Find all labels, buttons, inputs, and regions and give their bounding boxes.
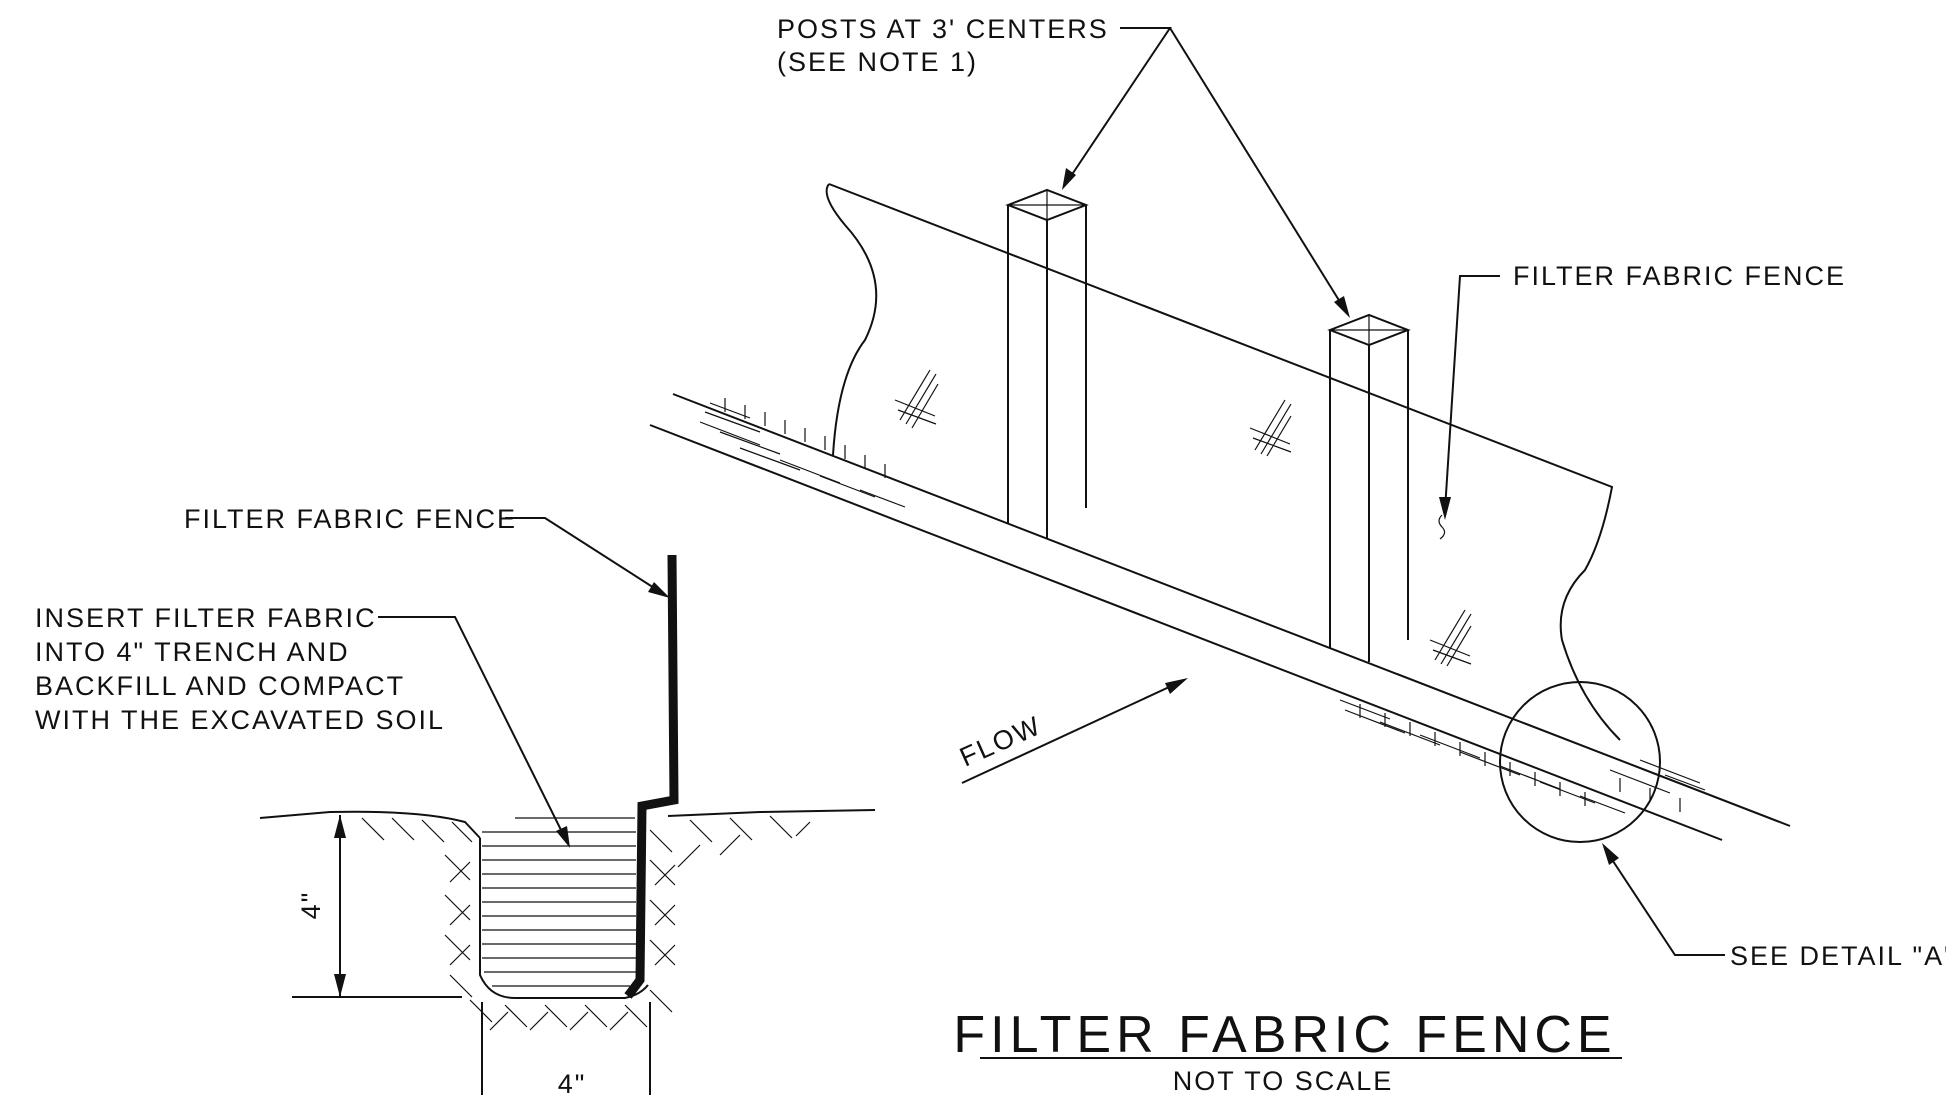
trench-section: 4" 4" xyxy=(259,517,876,1095)
scale-note: NOT TO SCALE xyxy=(1173,1066,1394,1095)
insert-label-line-2: INTO 4" TRENCH AND xyxy=(35,637,350,667)
flow-arrow: FLOW xyxy=(955,678,1188,784)
width-dimension: 4" xyxy=(481,1002,651,1095)
fence-right-leader xyxy=(1439,275,1500,520)
insert-leader xyxy=(378,616,566,839)
backfill-hatch xyxy=(482,817,636,987)
drawing-title: FILTER FABRIC FENCE xyxy=(953,1006,1616,1064)
depth-dimension-label: 4" xyxy=(296,891,326,920)
see-detail-leader xyxy=(1602,843,1725,956)
depth-dimension: 4" xyxy=(292,815,462,998)
fence-right-label: FILTER FABRIC FENCE xyxy=(1513,261,1846,291)
callout-labels: POSTS AT 3' CENTERS (SEE NOTE 1) FILTER … xyxy=(35,14,1946,971)
slope-line-lower xyxy=(649,424,1723,841)
fabric-texture xyxy=(894,369,1472,667)
width-dimension-label: 4" xyxy=(558,1069,587,1095)
posts-leaders xyxy=(1062,27,1350,318)
fence-left-label: FILTER FABRIC FENCE xyxy=(184,504,517,534)
see-detail-label: SEE DETAIL "A" xyxy=(1730,941,1946,971)
fabric-panel xyxy=(825,183,1621,741)
posts-label-line-2: (SEE NOTE 1) xyxy=(777,47,978,77)
slope-line-upper xyxy=(672,393,1791,827)
insert-label-line-3: BACKFILL AND COMPACT xyxy=(35,671,405,701)
ground-line-left xyxy=(259,810,481,839)
flow-label: FLOW xyxy=(955,710,1046,772)
posts-label-line-1: POSTS AT 3' CENTERS xyxy=(777,14,1109,44)
fence-perspective: FLOW xyxy=(649,27,1791,956)
insert-label-line-4: WITH THE EXCAVATED SOIL xyxy=(35,705,445,735)
slope-ground-hatch xyxy=(699,398,1706,814)
post-2 xyxy=(1327,313,1411,662)
trench-outline xyxy=(479,838,649,999)
insert-label-line-1: INSERT FILTER FABRIC xyxy=(35,603,377,633)
detail-a-circle xyxy=(1499,681,1661,843)
fabric-in-trench xyxy=(624,554,679,999)
title-block: FILTER FABRIC FENCE NOT TO SCALE xyxy=(953,1006,1622,1095)
ground-line-right xyxy=(667,809,876,817)
post-1 xyxy=(1005,188,1089,538)
fence-left-leader xyxy=(505,517,663,594)
